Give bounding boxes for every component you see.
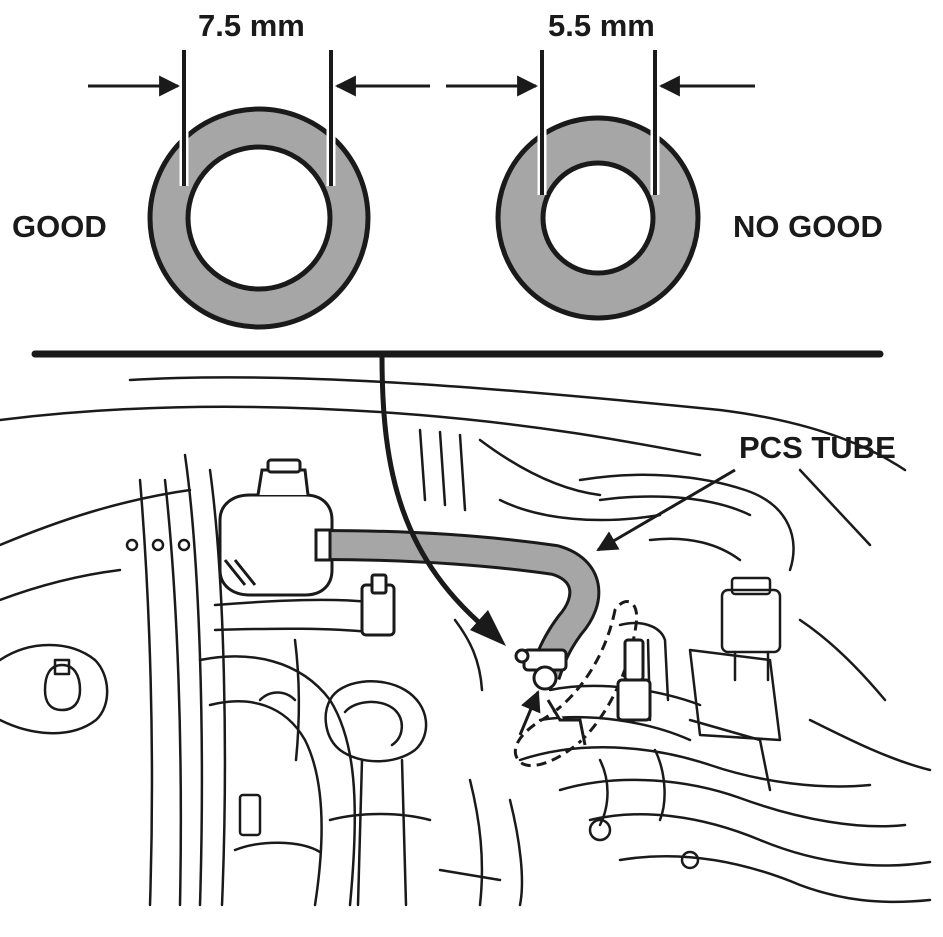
no-good-cross-section xyxy=(495,115,701,321)
pcs-canister xyxy=(218,458,334,597)
connection-arrow xyxy=(379,355,497,638)
hose-clamps xyxy=(360,573,568,672)
good-cross-section xyxy=(147,106,371,330)
fitting-highlight-dashed xyxy=(513,600,639,768)
insert-arrow xyxy=(518,690,541,736)
no-good-label: NO GOOD xyxy=(733,209,883,244)
good-dimension-lines xyxy=(88,50,430,186)
engine-bay-linework xyxy=(0,376,932,907)
good-dimension-label: 7.5 mm xyxy=(198,8,305,43)
tube-end-fitting xyxy=(532,665,558,691)
pcs-tube-leader xyxy=(596,468,736,552)
no-good-dimension-label: 5.5 mm xyxy=(548,8,655,43)
no-good-dimension-lines xyxy=(446,50,755,195)
valve-port xyxy=(546,638,652,746)
connection-arrowhead xyxy=(470,610,506,646)
good-label: GOOD xyxy=(12,209,107,244)
pcs-tube-label: PCS TUBE xyxy=(739,430,896,465)
